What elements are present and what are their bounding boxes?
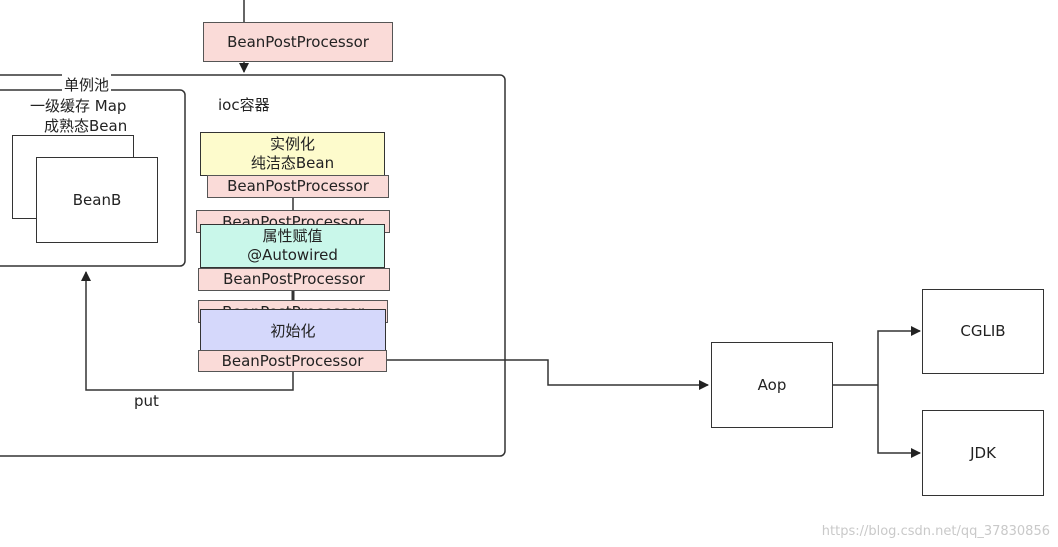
- cglib-box: CGLIB: [922, 289, 1044, 374]
- init-step: 初始化: [200, 309, 386, 353]
- bpp-to-aop-arrow: [387, 359, 709, 390]
- bpp-after-populate: BeanPostProcessor: [198, 268, 390, 291]
- watermark: https://blog.csdn.net/qq_37830856: [821, 524, 1050, 539]
- jdk-box: JDK: [922, 410, 1044, 496]
- pool-line-1: 一级缓存 Map: [30, 97, 127, 115]
- instantiate-line-1: 实例化: [269, 135, 315, 153]
- pool-line-2: 成熟态Bean: [44, 117, 128, 135]
- instantiate-line-2: 纯洁态Bean: [250, 154, 335, 172]
- populate-line-1: 属性赋值: [262, 227, 323, 245]
- top-bean-post-processor: BeanPostProcessor: [203, 22, 393, 62]
- aop-to-cglib-arrow: [877, 326, 921, 385]
- populate-step: 属性赋值 @Autowired: [200, 224, 385, 268]
- populate-line-2: @Autowired: [247, 246, 338, 264]
- ioc-container: [0, 74, 506, 457]
- bpp-after-instantiate: BeanPostProcessor: [207, 175, 389, 198]
- singleton-pool-title: 单例池: [62, 74, 112, 95]
- aop-box: Aop: [711, 342, 833, 428]
- ioc-container-label: ioc容器: [218, 96, 270, 114]
- bpp-after-init: BeanPostProcessor: [198, 350, 387, 372]
- put-label: put: [134, 392, 159, 410]
- put-arrow: [81, 271, 294, 391]
- instantiate-step: 实例化 纯洁态Bean: [200, 132, 385, 176]
- aop-to-jdk-arrow: [877, 385, 921, 458]
- bean-b-card: BeanB: [36, 157, 158, 243]
